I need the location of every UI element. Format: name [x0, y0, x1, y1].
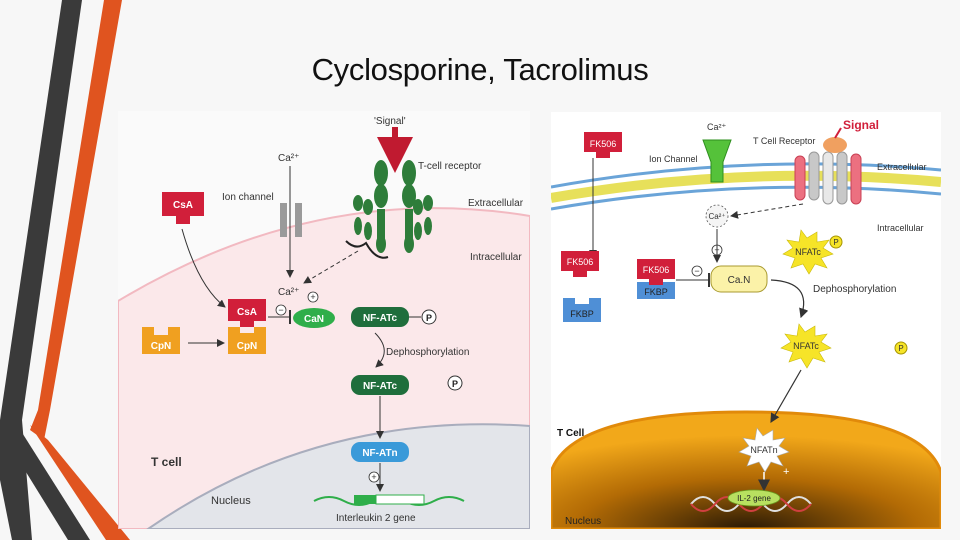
minus-circle [275, 304, 287, 316]
phosphate-2 [894, 341, 908, 355]
ca2-inner-label: Ca²⁺ [708, 212, 725, 221]
slide-title: Cyclosporine, Tacrolimus [311, 52, 649, 87]
plus-circle [307, 291, 319, 303]
phosphate-1 [829, 235, 843, 249]
nfatn-label: NFATn [750, 445, 777, 455]
phosphate-2 [447, 375, 463, 391]
ion-channel-shape [702, 139, 732, 183]
membrane-top [551, 162, 941, 189]
cpn-bound-label: CpN [237, 341, 258, 352]
p2-label: P [452, 379, 458, 389]
calcineurin [710, 265, 768, 293]
csa-molecule [162, 192, 204, 224]
cpn-bound [228, 327, 266, 354]
nfatc2-label: NFATc [793, 341, 819, 351]
nucleus-label: Nucleus [565, 516, 601, 527]
nfatc1-label: NFATc [795, 247, 821, 257]
fkbp-bound [637, 282, 675, 299]
nfatn-label: NF-ATn [362, 448, 397, 459]
fk506-top-label: FK506 [590, 139, 617, 149]
dephosphorylation-arrow [374, 332, 385, 368]
plus2-sign: + [783, 466, 789, 478]
dna-helix-2 [690, 496, 812, 512]
gene-label: Interleukin 2 gene [336, 513, 416, 524]
minus-sign: − [694, 266, 699, 276]
signal-label: Signal [843, 118, 879, 132]
il2-gene-marker [727, 489, 781, 507]
minus-circle [691, 265, 703, 277]
ion-channel-left [280, 203, 287, 237]
fkbp-label: FKBP [570, 309, 594, 319]
nfatc-star-2 [780, 323, 832, 369]
cpn-molecule [142, 327, 180, 354]
nfatc-dephosphorylated [351, 375, 409, 395]
fkbp-bound-label: FKBP [644, 287, 668, 297]
nfatc-phosphorylated [351, 307, 409, 327]
tcell-receptor-shape [794, 127, 862, 205]
ion-channel-label: Ion channel [222, 192, 274, 203]
extracellular-label: Extracellular [877, 162, 927, 172]
cyclosporine-diagram: 'Signal' T-cell receptor Extracellular I… [118, 111, 530, 529]
can-label: CaN [304, 314, 324, 325]
tcell-receptor-shape [345, 160, 433, 259]
plus2-sign: + [371, 472, 376, 482]
dephosphorylation-arrow [770, 279, 809, 319]
ion-channel-right [295, 203, 302, 237]
intracellular-label: Intracellular [470, 252, 522, 263]
plus-sign: + [310, 292, 315, 302]
membrane-yellow [551, 170, 941, 203]
minus-sign: − [278, 305, 283, 315]
nucleus-label: Nucleus [211, 495, 251, 507]
membrane-bottom [551, 185, 941, 211]
can-label: Ca.N [728, 275, 751, 286]
plus2-circle [368, 471, 380, 483]
phosphate-1 [421, 309, 437, 325]
tcell-label: T Cell [557, 428, 584, 439]
intracellular-label: Intracellular [877, 223, 924, 233]
ca2-mid-label: Ca²⁺ [278, 287, 299, 298]
nfatc-star-1 [782, 229, 834, 275]
csa-label: CsA [173, 200, 193, 211]
decorative-stripes [0, 0, 130, 540]
cpn-label: CpN [151, 341, 172, 352]
ca2-top-label: Ca²⁺ [278, 153, 299, 164]
tcell-receptor-label: T-cell receptor [418, 161, 482, 172]
receptor-to-ca-arrow [303, 250, 359, 284]
dephosphorylation-label: Dephosphorylation [386, 347, 469, 358]
il2-gene-label: IL-2 gene [737, 494, 771, 503]
gene-promoter [354, 495, 376, 504]
ion-channel-label: Ion Channel [649, 154, 698, 164]
fk506-top [584, 132, 622, 158]
fk506-mid-label: FK506 [567, 257, 594, 267]
gene-body [375, 494, 425, 505]
p1-label: P [426, 313, 432, 323]
nfatc2-label: NF-ATc [363, 381, 398, 392]
tacrolimus-diagram: FK506 Ca²⁺ Ion Channel Ca²⁺ + T Cell Rec… [551, 112, 941, 529]
extracellular-label: Extracellular [468, 198, 524, 209]
receptor-to-ca-arrow [730, 203, 804, 219]
nfatc1-label: NF-ATc [363, 313, 398, 324]
fkbp-molecule [563, 298, 601, 322]
tcell-receptor-label-1: T Cell Receptor [753, 136, 815, 146]
dephosphorylation-label: Dephosphorylation [813, 284, 896, 295]
ca2-inner-circle [705, 204, 729, 228]
fk506-bound-label: FK506 [643, 265, 670, 275]
csa-bound-label: CsA [237, 307, 257, 318]
fk506-mid [561, 251, 599, 277]
nfatn [351, 442, 409, 462]
nucleus-region [146, 423, 530, 529]
fk506-bound [637, 259, 675, 285]
p2-label: P [898, 344, 903, 353]
ca2-top-label: Ca²⁺ [707, 122, 727, 132]
nucleus-region [551, 410, 941, 529]
signal-label: 'Signal' [374, 116, 406, 127]
csa-to-complex-arrow [181, 228, 226, 308]
csa-bound [228, 299, 266, 327]
nfatn-star [738, 427, 790, 473]
calcineurin [293, 308, 335, 328]
tcell-label: T cell [151, 455, 182, 469]
nfatc-to-nucleus-arrow [770, 369, 802, 424]
p1-label: P [833, 238, 838, 247]
